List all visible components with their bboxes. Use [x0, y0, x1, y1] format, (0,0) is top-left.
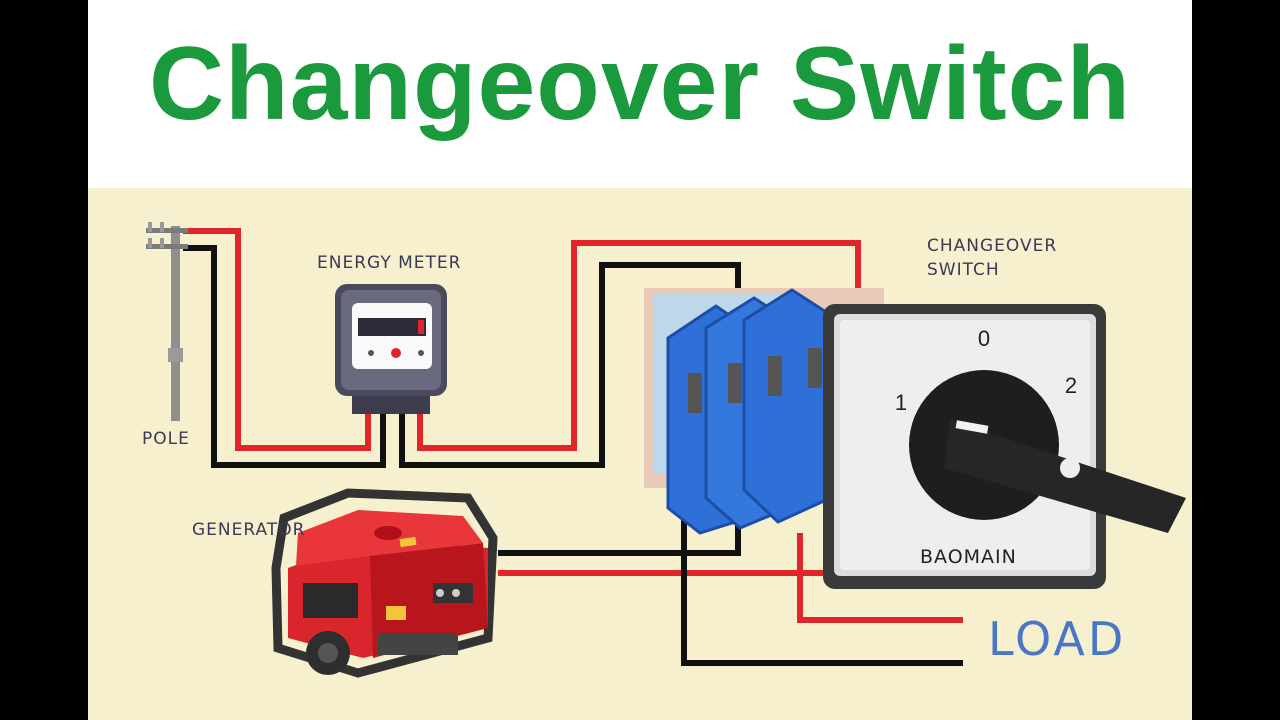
energy-meter	[335, 284, 447, 414]
page-title: Changeover Switch	[148, 26, 1132, 142]
meter-to-switch-live	[417, 240, 861, 451]
position-0: 0	[978, 326, 990, 351]
changeover-label-line2: SWITCH	[927, 260, 1000, 280]
brand-label: BAOMAIN	[920, 546, 1017, 568]
changeover-switch: 0 1 2 BAOMAIN	[644, 288, 1186, 589]
generator-label: GENERATOR	[192, 520, 306, 540]
position-1: 1	[895, 390, 907, 415]
wiring-diagram: 0 1 2 BAOMAIN	[146, 222, 1186, 678]
meter-to-switch-neutral	[399, 262, 741, 468]
diagram-frame: Changeover Switch	[88, 0, 1192, 720]
pole-to-meter-neutral	[183, 245, 386, 468]
generator	[271, 488, 498, 678]
utility-pole	[146, 222, 188, 421]
energy-meter-label: ENERGY METER	[317, 253, 462, 273]
title-band: Changeover Switch	[88, 0, 1192, 188]
pole-to-meter-live	[183, 228, 371, 451]
load-label: LOAD	[988, 612, 1127, 666]
switch-cam-3	[742, 288, 828, 524]
load-neutral	[681, 468, 963, 666]
load-live	[797, 533, 963, 623]
changeover-label-line1: CHANGEOVER	[927, 236, 1058, 256]
live-wires	[183, 228, 963, 623]
position-2: 2	[1065, 373, 1077, 398]
pole-label: POLE	[142, 429, 190, 449]
